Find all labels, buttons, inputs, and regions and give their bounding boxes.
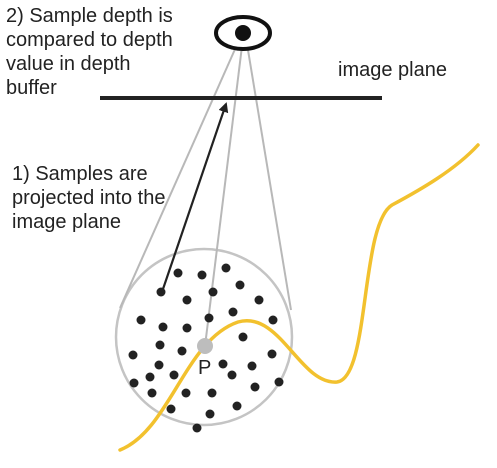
step2-label: 2) Sample depth is compared to depth val…: [6, 4, 173, 100]
sample-point: [254, 295, 264, 305]
sample-point: [155, 340, 165, 350]
frustum-left-line: [119, 37, 241, 309]
image-plane-label: image plane: [338, 59, 447, 81]
sample-point: [136, 315, 146, 325]
sample-point: [238, 332, 248, 342]
sample-point: [228, 307, 238, 317]
sample-point: [154, 360, 164, 370]
sample-point: [128, 350, 138, 360]
sample-point: [147, 388, 157, 398]
sample-point: [235, 280, 245, 290]
sampling-hemisphere: [114, 247, 294, 427]
sample-point: [274, 377, 284, 387]
point-p-label: P: [198, 357, 212, 379]
projection-arrow: [160, 102, 229, 293]
sample-point: [192, 423, 202, 433]
sample-point: [182, 323, 192, 333]
sample-point: [227, 370, 237, 380]
sample-point: [204, 313, 214, 323]
step1-line: projected into the: [12, 187, 166, 209]
sample-point: [268, 315, 278, 325]
sample-point: [207, 388, 217, 398]
sample-point: [208, 287, 218, 297]
sample-point: [177, 346, 187, 356]
sample-point: [267, 349, 277, 359]
sample-point: [221, 263, 231, 273]
eye-icon: [214, 15, 272, 51]
sample-point: [205, 409, 215, 419]
sample-point: [181, 388, 191, 398]
step1-line: 1) Samples are: [12, 163, 148, 185]
sample-point: [182, 295, 192, 305]
sample-point: [247, 361, 257, 371]
center-point-p: [197, 338, 213, 354]
step2-line: compared to depth: [6, 29, 173, 51]
sample-point: [169, 370, 179, 380]
sample-point: [197, 270, 207, 280]
step1-line: image plane: [12, 211, 121, 233]
sample-point: [158, 322, 168, 332]
surface-curve: [118, 143, 480, 452]
center-ray-line: [204, 37, 244, 347]
frustum-right-line: [245, 37, 292, 311]
sample-point: [218, 359, 228, 369]
sample-points: [128, 263, 284, 433]
step2-line: value in depth: [6, 53, 131, 75]
step1-label: 1) Samples are projected into the image …: [12, 162, 165, 234]
sample-point: [129, 378, 139, 388]
step2-line: 2) Sample depth is: [6, 5, 173, 27]
sample-point: [250, 382, 260, 392]
sample-point: [166, 404, 176, 414]
sample-point: [232, 401, 242, 411]
sample-point: [145, 372, 155, 382]
sample-point: [173, 268, 183, 278]
step2-line: buffer: [6, 77, 57, 99]
